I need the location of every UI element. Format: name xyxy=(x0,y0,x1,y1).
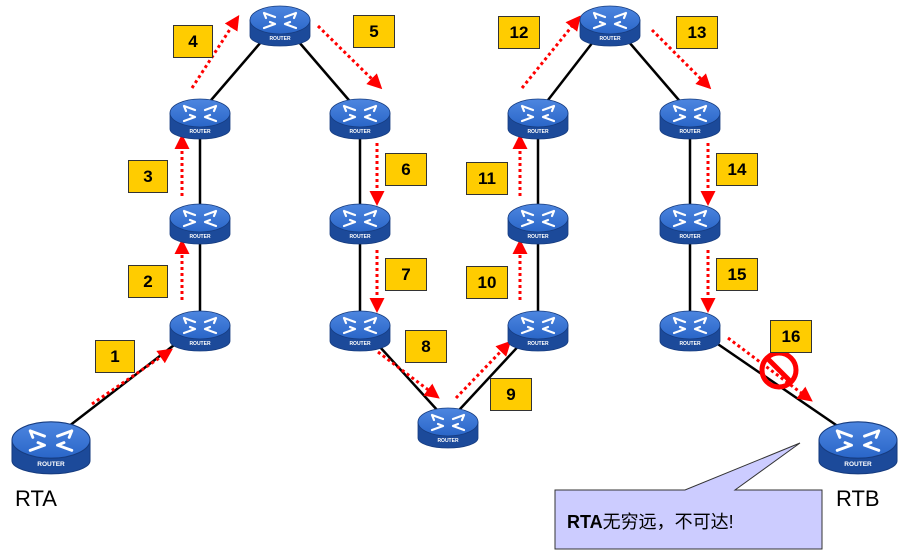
router: ROUTER xyxy=(329,203,391,245)
hop-label: 7 xyxy=(385,258,427,291)
router-device-text: ROUTER xyxy=(189,129,211,135)
hop-label: 1 xyxy=(95,340,135,373)
callout-bold: RTA xyxy=(567,512,603,532)
router: ROUTER xyxy=(169,310,231,352)
router: ROUTER xyxy=(329,98,391,140)
hop-label: 9 xyxy=(490,378,532,411)
routers-layer: ROUTER ROUTER ROUTER ROUTER ROUTER ROUTER ROUT… xyxy=(11,5,898,475)
router: ROUTER xyxy=(659,310,721,352)
router-device-text: ROUTER xyxy=(527,341,549,347)
callout-message: 无穷远，不可达! xyxy=(602,512,734,532)
hop-label: 2 xyxy=(128,265,168,298)
router-device-text: ROUTER xyxy=(349,341,371,347)
router-rta: ROUTER xyxy=(11,421,91,475)
hop-label: 15 xyxy=(716,258,758,291)
hop-label: 10 xyxy=(466,266,508,299)
router: ROUTER xyxy=(329,310,391,352)
router-device-text: ROUTER xyxy=(679,341,701,347)
hop-label: 12 xyxy=(498,16,540,49)
hop-label: 14 xyxy=(716,153,758,186)
router-device-text: ROUTER xyxy=(679,234,701,240)
hop-label: 8 xyxy=(405,330,447,363)
router: ROUTER xyxy=(507,310,569,352)
router-device-text: ROUTER xyxy=(844,461,872,468)
router: ROUTER xyxy=(507,203,569,245)
router-device-text: ROUTER xyxy=(189,341,211,347)
router-device-text: ROUTER xyxy=(679,129,701,135)
packet-arrow xyxy=(190,14,240,89)
router: ROUTER xyxy=(169,98,231,140)
router: ROUTER xyxy=(169,203,231,245)
rta-label: RTA xyxy=(15,486,57,511)
callout-shape xyxy=(554,442,823,550)
router-device-text: ROUTER xyxy=(189,234,211,240)
hop-label: 13 xyxy=(676,16,718,49)
router-device-text: ROUTER xyxy=(269,36,291,42)
callout-text: RTA无穷远，不可达! xyxy=(567,508,734,534)
router-device-text: ROUTER xyxy=(527,234,549,240)
router-rtb: ROUTER xyxy=(818,421,898,475)
blocked-icon xyxy=(759,350,799,390)
packet-arrow xyxy=(454,340,512,400)
packet-path-arrows xyxy=(91,14,813,406)
router-device-text: ROUTER xyxy=(349,129,371,135)
router: ROUTER xyxy=(659,98,721,140)
callout-bubble xyxy=(554,442,823,550)
router-device-text: ROUTER xyxy=(349,234,371,240)
hop-label: 16 xyxy=(770,320,812,353)
hop-label: 11 xyxy=(466,162,508,195)
router: ROUTER xyxy=(507,98,569,140)
router: ROUTER xyxy=(659,203,721,245)
router: ROUTER xyxy=(579,5,641,47)
router-device-text: ROUTER xyxy=(527,129,549,135)
hop-label: 3 xyxy=(128,160,168,193)
packet-arrow xyxy=(727,336,813,402)
hop-label: 6 xyxy=(385,153,427,186)
rtb-label: RTB xyxy=(836,486,880,511)
hop-label: 4 xyxy=(173,25,213,58)
router: ROUTER xyxy=(417,407,479,449)
router: ROUTER xyxy=(249,5,311,47)
packet-arrow xyxy=(316,24,383,90)
router-device-text: ROUTER xyxy=(37,461,65,468)
hop-label: 5 xyxy=(353,15,395,48)
router-device-text: ROUTER xyxy=(437,438,459,444)
packet-arrow xyxy=(650,28,712,90)
router-device-text: ROUTER xyxy=(599,36,621,42)
packet-arrow xyxy=(520,15,581,89)
